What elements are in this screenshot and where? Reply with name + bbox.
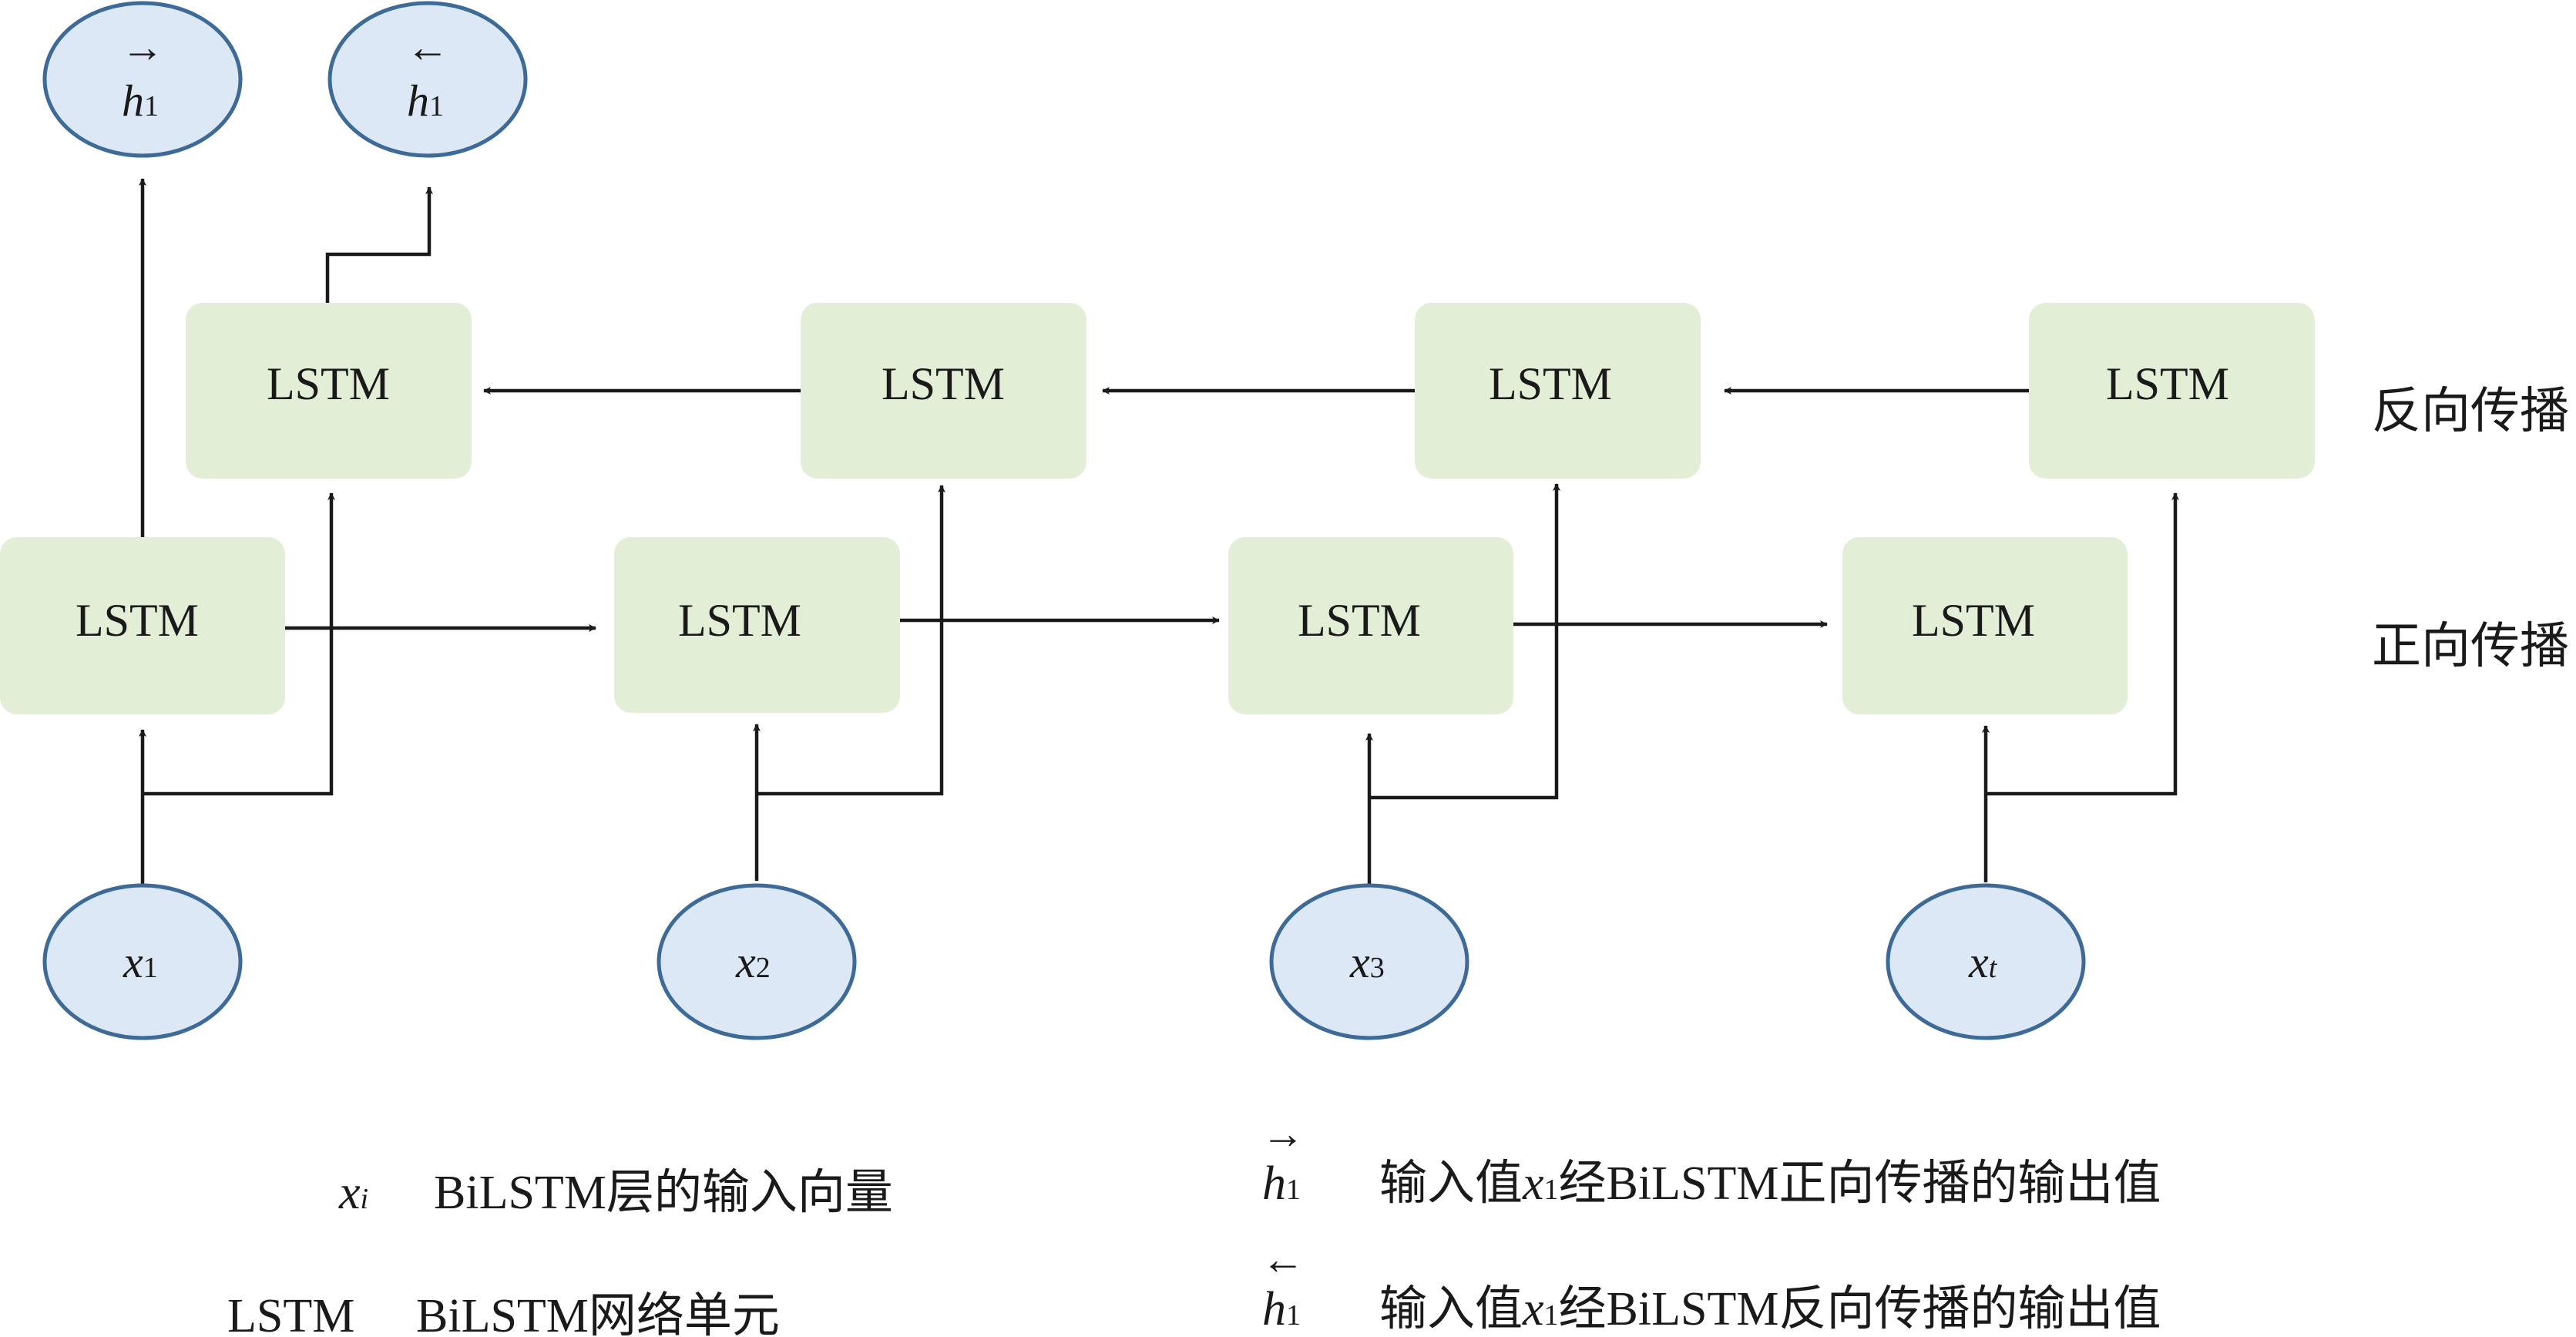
left-arrow-icon: ← [1261, 1236, 1305, 1284]
lstm-label: LSTM [882, 358, 1005, 409]
right-arrow-icon: → [121, 24, 164, 72]
legend-item-h-backward: ← h1 输入值x1经BiLSTM反向传播的输出值 [1261, 1236, 2161, 1335]
output-nodes: → h1 ← h1 [42, 1, 528, 158]
legend-xi-description: BiLSTM层的输入向量 [434, 1167, 893, 1219]
output-node-backward: ← h1 [327, 1, 528, 158]
lstm-label: LSTM [1298, 595, 1421, 646]
legend-item-lstm: LSTM BiLSTM网络单元 [227, 1290, 780, 1337]
legend-h-backward-symbol: h1 [1262, 1283, 1301, 1335]
legend-item-h-forward: → h1 输入值x1经BiLSTM正向传播的输出值 [1261, 1110, 2161, 1210]
input-node: x3 [1269, 883, 1469, 1040]
output-var: h1 [122, 76, 159, 126]
output-var: h1 [407, 76, 444, 126]
lstm-cell-backward: LSTM [801, 303, 1086, 479]
legend-h-forward-symbol: h1 [1262, 1157, 1301, 1210]
input-t-to-backward [1986, 492, 2179, 796]
input-node: x2 [657, 883, 857, 1040]
input-2-to-backward [757, 485, 945, 796]
forward-lstm-row: LSTM LSTM LSTM LSTM [0, 537, 2128, 714]
legend-h-backward-description: 输入值x1经BiLSTM反向传播的输出值 [1379, 1283, 2161, 1335]
input-3-to-backward [1369, 483, 1560, 800]
input-1-to-backward [143, 492, 335, 796]
legend-item-xi: xi BiLSTM层的输入向量 [338, 1167, 893, 1219]
legend-lstm-term: LSTM [227, 1290, 354, 1337]
lstm-label: LSTM [1912, 595, 2035, 646]
backward-propagation-label: 反向传播 [2372, 384, 2569, 438]
lstm-label: LSTM [267, 358, 390, 409]
lstm-cell-backward: LSTM [186, 303, 472, 479]
input-node: xt [1886, 883, 2086, 1040]
lstm-cell-forward: LSTM [1842, 537, 2128, 714]
left-arrow-icon: ← [406, 24, 449, 72]
input-var: x1 [123, 937, 158, 987]
connectors [139, 178, 2179, 885]
legend-lstm-description: BiLSTM网络单元 [416, 1290, 780, 1337]
input-node: x1 [42, 883, 243, 1040]
lstm-label: LSTM [678, 595, 801, 646]
legend-xi-symbol: xi [338, 1167, 368, 1219]
lstm-label: LSTM [2106, 358, 2229, 409]
lstm-cell-backward: LSTM [1415, 303, 1701, 479]
lstm-cell-forward: LSTM [1228, 537, 1513, 714]
lstm-label: LSTM [76, 595, 199, 646]
input-var: x2 [735, 937, 771, 987]
right-arrow-icon: → [1261, 1110, 1305, 1158]
lstm-cell-forward: LSTM [0, 537, 285, 714]
backward-lstm-row: LSTM LSTM LSTM LSTM [186, 303, 2315, 479]
input-var: x3 [1349, 937, 1385, 987]
legend-h-forward-description: 输入值x1经BiLSTM正向传播的输出值 [1379, 1157, 2161, 1210]
legend: xi BiLSTM层的输入向量 LSTM BiLSTM网络单元 → h1 输入值… [227, 1110, 2161, 1337]
input-var: xt [1968, 937, 1998, 987]
output-node-forward: → h1 [42, 1, 243, 158]
lstm-cell-backward: LSTM [2029, 303, 2315, 479]
input-nodes: x1 x2 x3 xt [42, 883, 2086, 1040]
lstm-cell-forward: LSTM [614, 537, 900, 713]
lstm-label: LSTM [1489, 358, 1612, 409]
backward-output-arrow [325, 186, 433, 303]
forward-propagation-label: 正向传播 [2372, 619, 2569, 674]
